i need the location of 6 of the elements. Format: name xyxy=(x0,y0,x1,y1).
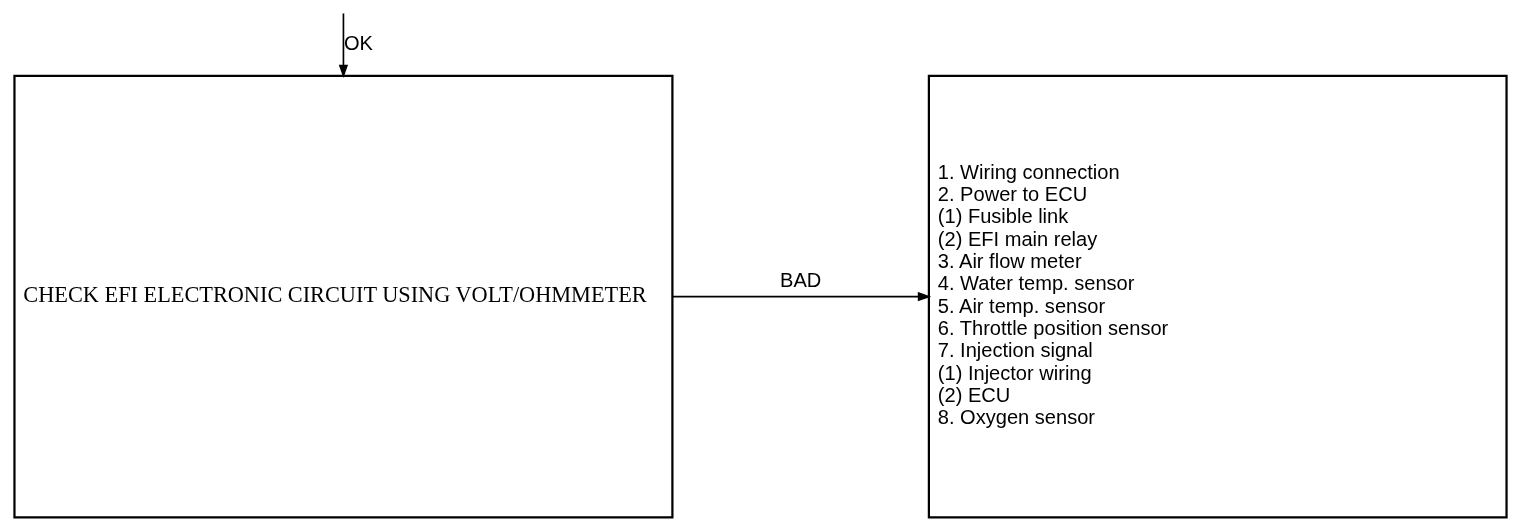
edge-label: OK xyxy=(343,31,373,54)
arrow xyxy=(338,12,348,79)
node-box: CHECK EFI ELECTRONIC CIRCUIT USING VOLT/OHMMETER xyxy=(12,74,673,519)
node-box: 1. Wiring connection 2. Power to ECU (1) Fusible link (2) EFI main relay 3. Air flow meter 4. Water temp. sensor 5. Air temp. sensor 6. Throttle position sensor 7. Injection signal (1) Injector wiring (2) ECU 8. Oxygen sensor xyxy=(927,74,1508,519)
arrow xyxy=(671,291,931,302)
edge-label: BAD xyxy=(779,269,821,292)
